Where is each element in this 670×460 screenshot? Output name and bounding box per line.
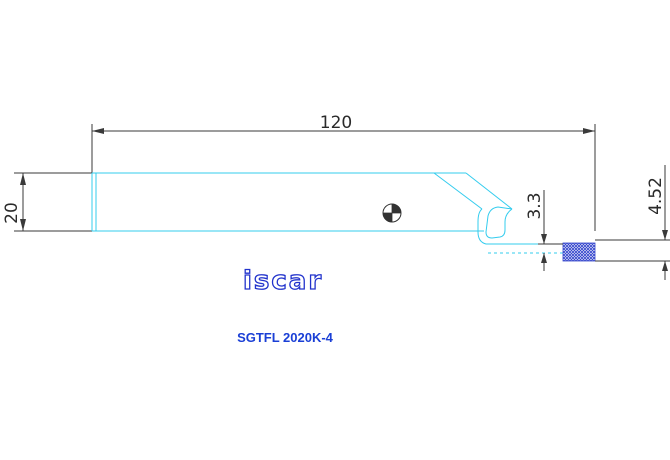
- tool-chamfer-inner: [433, 172, 483, 210]
- insert-height-arrow-top: [541, 234, 547, 244]
- cutting-insert: [562, 242, 596, 262]
- length-dimension: 120: [91, 113, 596, 231]
- height-dimension-label: 20: [2, 202, 22, 224]
- insert-offset-dimension: 4.52: [595, 165, 670, 280]
- length-arrow-right: [583, 128, 595, 134]
- offset-arrow-top: [662, 230, 668, 240]
- insert-height-arrow-bottom: [541, 253, 547, 263]
- offset-arrow-bottom: [662, 261, 668, 271]
- height-arrow-bottom: [20, 219, 26, 231]
- center-mark-quadrant-3: [383, 213, 392, 222]
- center-mark-quadrant-1: [392, 204, 401, 213]
- center-mark: [382, 203, 402, 223]
- insert-height-label: 3.3: [525, 192, 545, 219]
- iscar-logo: iscar: [242, 265, 323, 296]
- logo-wordmark: iscar: [243, 266, 323, 296]
- height-arrow-top: [20, 173, 26, 185]
- height-dimension: 20: [2, 172, 92, 232]
- tool-head-pocket: [477, 208, 503, 245]
- part-number: SGTFL 2020K-4: [237, 330, 333, 345]
- tool-body: [91, 172, 563, 254]
- length-arrow-left: [92, 128, 104, 134]
- insert-offset-label: 4.52: [646, 177, 666, 215]
- tool-insert-seat: [485, 206, 513, 239]
- insert-height-dimension: 3.3: [525, 190, 563, 271]
- length-dimension-label: 120: [320, 113, 352, 133]
- tool-chamfer-outer: [465, 172, 513, 210]
